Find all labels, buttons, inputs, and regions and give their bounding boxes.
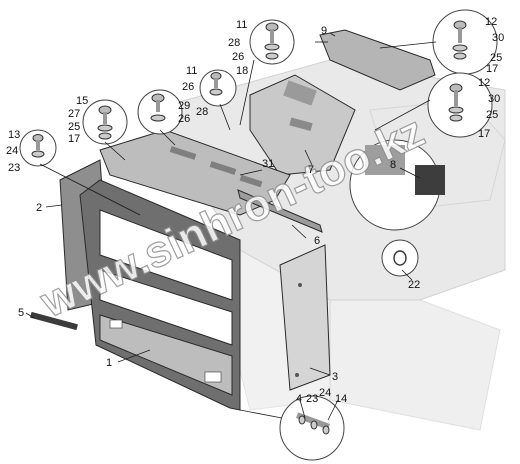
label-18: 18: [236, 65, 248, 77]
callout-detail-22: [381, 239, 419, 277]
label-26-upper: 26: [232, 51, 244, 63]
label-17-left: 17: [68, 133, 80, 145]
label-23-bottom: 23: [306, 393, 318, 405]
label-25-upper: 25: [490, 52, 502, 64]
front-frame: [79, 179, 241, 411]
label-3: 3: [332, 371, 338, 383]
label-26-mid: 26: [178, 113, 190, 125]
trim-hole-bottom: [295, 373, 299, 377]
label-4: 4: [296, 393, 302, 405]
member-slot-a: [169, 146, 197, 160]
label-30-lower: 30: [488, 93, 500, 105]
label-25-lower: 25: [486, 109, 498, 121]
label-15: 15: [76, 95, 88, 107]
label-9: 9: [321, 25, 327, 37]
label-29: 29: [178, 100, 190, 112]
label-23-left: 23: [8, 162, 20, 174]
label-11-upper: 11: [236, 19, 247, 31]
label-13: 13: [8, 129, 20, 141]
label-7: 7: [308, 164, 314, 176]
label-5: 5: [18, 307, 24, 319]
label-22: 22: [408, 279, 420, 291]
bolt-stack-12-lower: [448, 83, 464, 122]
detail-8-housing: [415, 165, 445, 195]
leader-lines: [25, 32, 437, 421]
bolt-stack-12-upper: [452, 20, 468, 60]
label-17-upper: 17: [486, 63, 498, 75]
bolt-stack-29: [150, 93, 166, 122]
label-24-left: 24: [6, 145, 18, 157]
label-8: 8: [390, 159, 396, 171]
trim-hole-top: [298, 283, 302, 287]
bolt-stack-11-lower: [209, 72, 223, 96]
label-26-lower: 26: [182, 81, 194, 93]
part-labels: 1 2 3 4 5 6 7 8 9 11 11 12 12 13 14 15 1…: [6, 16, 504, 405]
label-27: 27: [68, 108, 80, 120]
grommet-22: [393, 250, 407, 266]
member-slot-b: [209, 161, 237, 175]
label-6: 6: [314, 235, 320, 247]
label-28-upper: 28: [228, 37, 240, 49]
label-24-bottom: 24: [319, 387, 331, 399]
label-28-lower: 28: [196, 106, 208, 118]
label-31: 31: [262, 158, 274, 170]
label-1: 1: [106, 357, 112, 369]
panel-hole: [289, 117, 313, 131]
top-plate: [319, 29, 436, 91]
label-30-upper: 30: [492, 32, 504, 44]
side-strip: [237, 189, 323, 233]
label-12-lower: 12: [478, 77, 490, 89]
panel-bracket: [283, 80, 317, 106]
label-17-lower: 17: [478, 128, 490, 140]
bolt-stack-11-upper: [264, 22, 280, 60]
label-12-upper: 12: [485, 16, 497, 28]
label-11-lower: 11: [186, 65, 197, 77]
callout-fasteners-12-lower: [427, 72, 493, 138]
detail-8-clip: [365, 145, 405, 175]
bolt-stack-15: [97, 105, 113, 140]
label-14: 14: [335, 393, 347, 405]
bolt-stack-13: [31, 134, 45, 158]
label-25-left: 25: [68, 121, 80, 133]
seal-strip: [30, 311, 78, 331]
label-2: 2: [36, 202, 42, 214]
member-slot-c: [239, 174, 263, 188]
